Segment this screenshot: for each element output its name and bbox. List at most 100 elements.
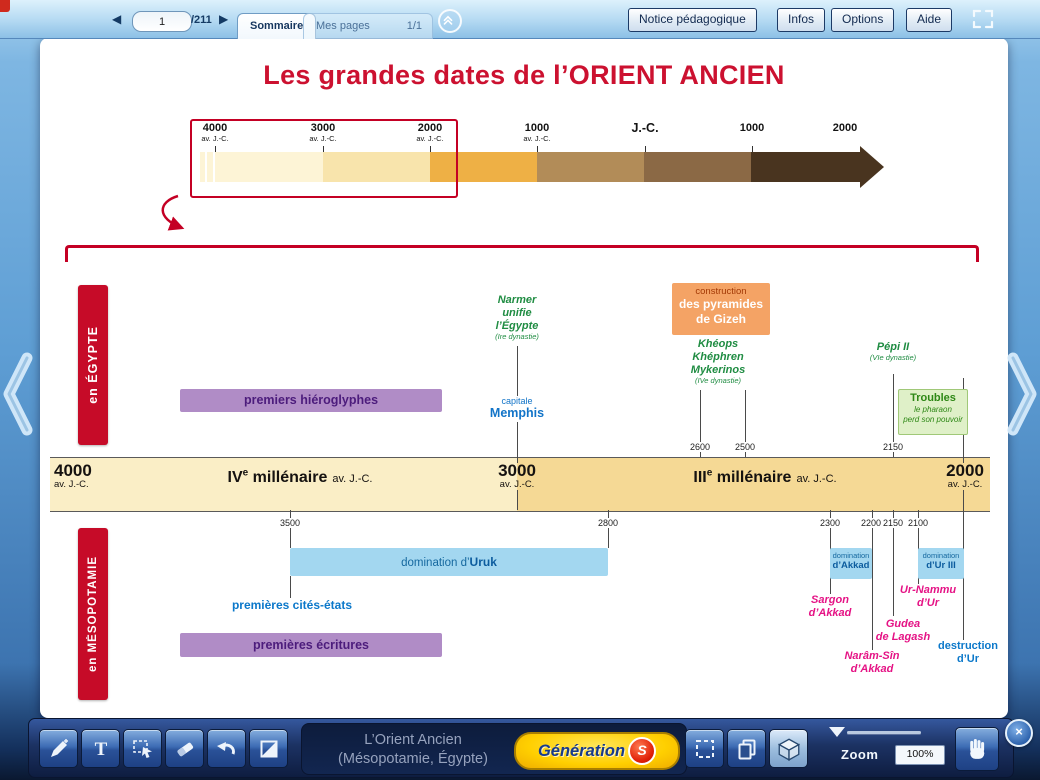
next-page-button[interactable]: ▶ — [219, 12, 229, 26]
document-title: L’Orient Ancien (Mésopotamie, Égypte) — [338, 732, 488, 767]
zoom-value[interactable]: 100% — [895, 745, 945, 765]
undo-arrow-icon — [216, 741, 235, 755]
tick-label: 2150 — [882, 442, 904, 452]
first-writing-box: premières écritures — [180, 633, 442, 657]
select-tool-button[interactable] — [123, 729, 162, 768]
tick-line — [752, 146, 753, 152]
top-toolbar: ◀ /211 ▶ Sommaire Mes pages 1/1 Notice p… — [0, 0, 1040, 39]
chevron-left-icon — [3, 352, 33, 436]
tick-line — [323, 146, 324, 152]
troubles-box: Troubles le pharaon perd son pouvoir — [898, 389, 968, 435]
timeline-segment — [198, 152, 323, 182]
overview-tick: J.-C. — [631, 121, 659, 135]
tick-label: 2200 — [860, 518, 882, 528]
pages-icon — [738, 739, 755, 759]
tick-line — [645, 146, 646, 152]
text-tool-button[interactable]: T — [81, 729, 120, 768]
infos-button[interactable]: Infos — [777, 8, 826, 32]
tab-mes-pages[interactable]: Mes pages 1/1 — [303, 13, 433, 39]
eraser-tool-button[interactable] — [165, 729, 204, 768]
callout-arrow — [161, 194, 185, 231]
undo-button[interactable] — [207, 729, 246, 768]
zoom-slider-thumb[interactable] — [829, 727, 845, 737]
generation5-logo: Génération S — [514, 732, 680, 770]
tick-line — [430, 146, 431, 152]
collapse-toolbar-button[interactable] — [438, 9, 462, 33]
tick-label: 2300 — [819, 518, 841, 528]
logo-text: Génération — [537, 741, 626, 760]
notice-pedagogique-button[interactable]: Notice pédagogique — [628, 8, 757, 32]
connector-line — [745, 390, 746, 457]
connector-line — [517, 490, 518, 510]
mesopotamia-side-label: en MÉSOPOTAMIE — [78, 528, 108, 700]
overview-tick: 2000 — [832, 122, 858, 134]
eraser-icon — [177, 742, 193, 756]
zoom-slider-track[interactable] — [847, 731, 921, 734]
timeline-segment — [430, 152, 537, 182]
tick-label: 2150 — [882, 518, 904, 528]
fill-shape-button[interactable] — [249, 729, 288, 768]
cube-3d-button[interactable] — [769, 729, 808, 768]
giza-kings-annotation: Khéops Khéphren Mykerinos (IVe dynastie) — [690, 338, 746, 385]
connector-line — [290, 576, 291, 598]
close-toolbar-button[interactable]: × — [1005, 719, 1033, 747]
hand-tool-button[interactable] — [955, 727, 999, 771]
bottom-toolbar: T L’Orie — [28, 718, 1014, 778]
tab-mes-pages-label: Mes pages — [316, 20, 370, 32]
akkad-domination-box: domination d’Akkad — [830, 548, 872, 579]
text-icon: T — [94, 739, 107, 760]
page-title: Les grandes dates de l’ORIENT ANCIEN — [263, 60, 785, 90]
pyramids-box: construction des pyramides de Gizeh — [672, 283, 770, 335]
connector-line — [290, 510, 291, 548]
cube-icon — [777, 738, 800, 761]
half-filled-square-icon — [260, 740, 277, 757]
pen-icon — [50, 738, 68, 757]
timeline-arrowhead — [860, 146, 884, 188]
prev-page-button[interactable]: ◀ — [112, 12, 122, 26]
page-total-label: /211 — [191, 14, 212, 26]
connector-line — [608, 510, 609, 548]
selection-cursor-icon — [132, 739, 152, 758]
duplicate-page-button[interactable] — [727, 729, 766, 768]
connector-line — [700, 390, 701, 457]
aide-button[interactable]: Aide — [906, 8, 953, 32]
overview-timeline-bar — [198, 152, 860, 182]
fullscreen-button[interactable] — [969, 6, 997, 32]
chevron-right-icon — [1007, 352, 1037, 436]
dashed-frame-icon — [695, 739, 714, 758]
selection-frame-button[interactable] — [685, 729, 724, 768]
connector-line — [893, 374, 894, 457]
pepi-annotation: Pépi II (VIe dynastie) — [869, 341, 917, 362]
options-button[interactable]: Options — [831, 8, 895, 32]
overview-tick: 1000 — [739, 122, 765, 134]
egypt-side-label: en ÉGYPTE — [78, 285, 108, 445]
timeline-segment — [751, 152, 860, 182]
page-forward-arrow[interactable] — [1004, 350, 1040, 438]
svg-text:T: T — [94, 739, 107, 760]
document-page: Les grandes dates de l’ORIENT ANCIEN 400… — [40, 38, 1008, 718]
band-4th-millennium — [50, 458, 517, 511]
detail-bracket — [65, 245, 979, 262]
page-number-input[interactable] — [132, 11, 192, 32]
tick-line — [537, 146, 538, 152]
band-3rd-millennium — [517, 458, 990, 511]
page-back-arrow[interactable] — [0, 350, 36, 438]
zoom-label: Zoom — [841, 747, 879, 762]
connector-line — [872, 510, 873, 650]
window-icon — [0, 0, 10, 12]
annotate-pen-button[interactable] — [39, 729, 78, 768]
connector-line — [918, 510, 919, 584]
